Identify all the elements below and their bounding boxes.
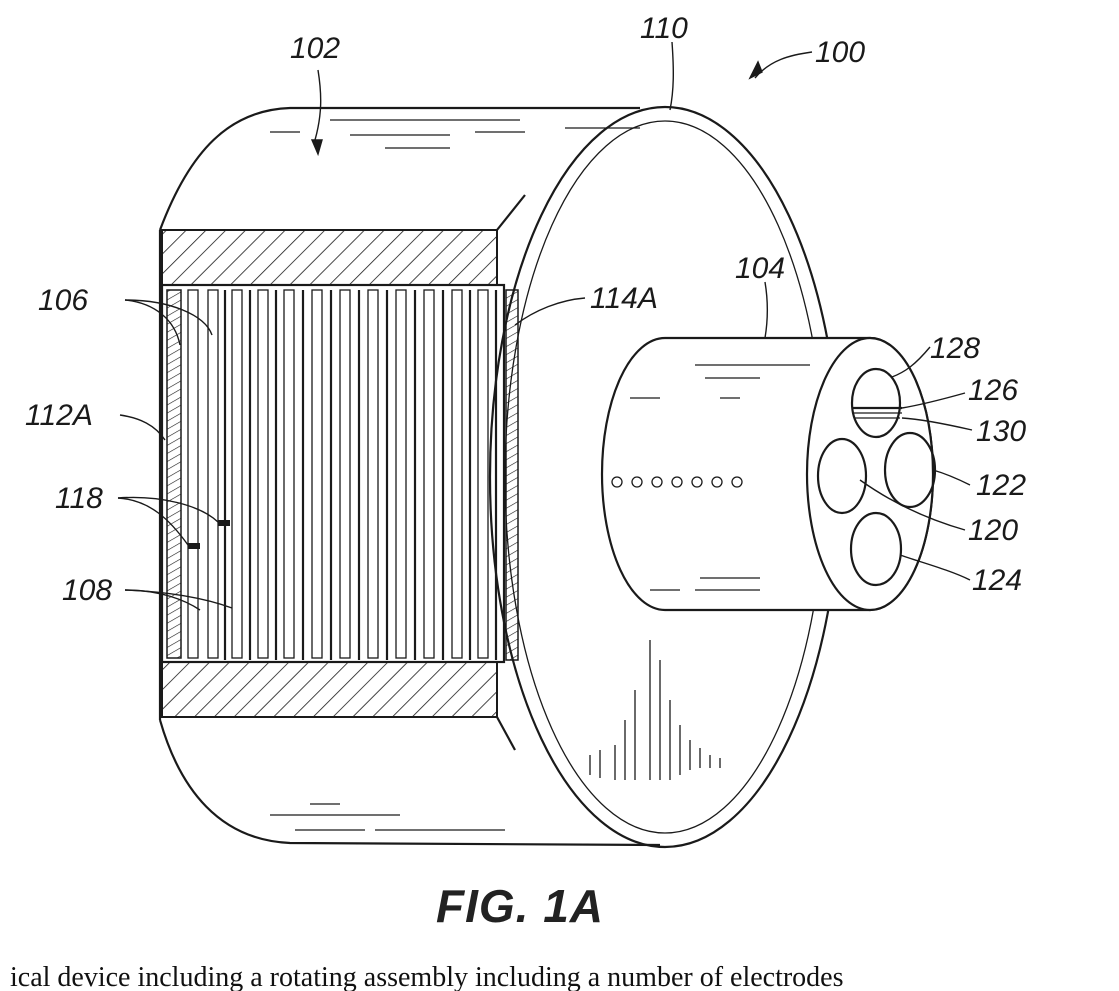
label-122: 122 [976, 469, 1026, 502]
label-130: 130 [976, 415, 1026, 448]
label-100: 100 [815, 36, 865, 69]
figure-caption: FIG. 1A [436, 880, 604, 932]
surface-shading-bottom [270, 804, 505, 830]
label-108: 108 [62, 574, 112, 607]
label-110: 110 [640, 12, 688, 45]
label-102: 102 [290, 32, 340, 65]
surface-shading-top [270, 120, 640, 148]
label-104: 104 [735, 252, 785, 285]
shaft-hub [602, 338, 935, 610]
label-118: 118 [55, 482, 103, 515]
cutaway-section [162, 195, 525, 750]
label-106: 106 [38, 284, 88, 317]
face-shading-lines [590, 640, 720, 780]
label-126: 126 [968, 374, 1018, 407]
electrode-dividers [225, 290, 496, 660]
label-120: 120 [968, 514, 1018, 547]
label-128: 128 [930, 332, 980, 365]
partial-text-line: ical device including a rotating assembl… [10, 965, 1110, 991]
label-124: 124 [972, 564, 1022, 597]
label-112A: 112A [25, 399, 93, 432]
label-114A: 114A [590, 282, 658, 315]
